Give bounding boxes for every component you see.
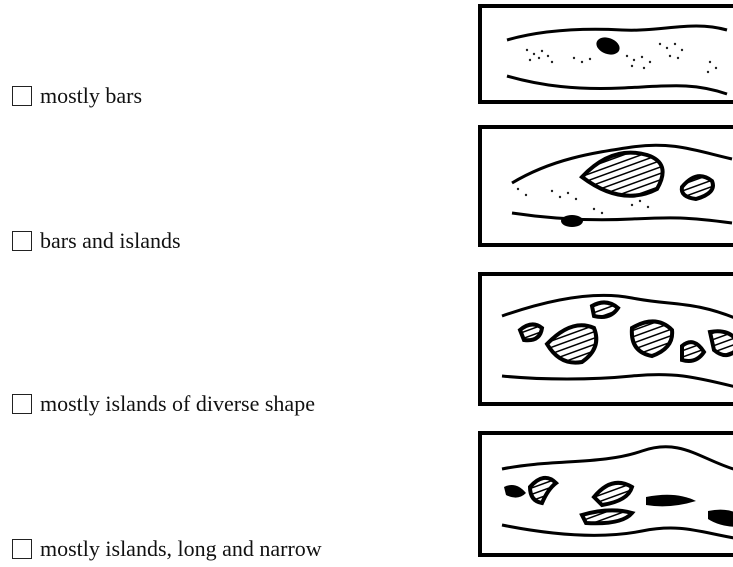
- checkbox[interactable]: [12, 394, 32, 414]
- river-sketch-icon: [482, 129, 733, 247]
- bars-and-islands-diagram: [478, 125, 733, 247]
- checkbox[interactable]: [12, 86, 32, 106]
- river-sketch-icon: [482, 435, 733, 557]
- option-label: mostly bars: [40, 83, 142, 109]
- option-bars-and-islands[interactable]: bars and islands: [12, 228, 181, 254]
- islands-diverse-diagram: [478, 272, 733, 406]
- river-sketch-icon: [482, 276, 733, 406]
- option-mostly-islands-long-narrow[interactable]: mostly islands, long and narrow: [12, 536, 322, 562]
- checkbox[interactable]: [12, 231, 32, 251]
- option-mostly-bars[interactable]: mostly bars: [12, 83, 142, 109]
- river-sketch-icon: [482, 8, 733, 104]
- islands-long-narrow-diagram: [478, 431, 733, 557]
- option-mostly-islands-diverse[interactable]: mostly islands of diverse shape: [12, 391, 315, 417]
- option-label: mostly islands, long and narrow: [40, 536, 322, 562]
- option-label: mostly islands of diverse shape: [40, 391, 315, 417]
- checkbox[interactable]: [12, 539, 32, 559]
- mostly-bars-diagram: [478, 4, 733, 104]
- option-label: bars and islands: [40, 228, 181, 254]
